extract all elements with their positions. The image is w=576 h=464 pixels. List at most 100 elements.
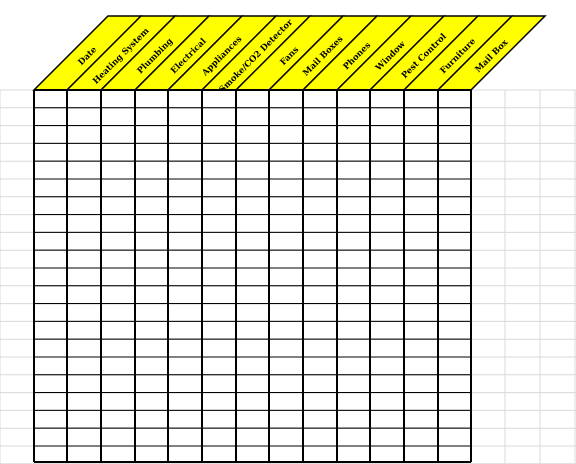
table-cell[interactable] bbox=[403, 267, 439, 287]
table-cell[interactable] bbox=[268, 89, 304, 109]
table-cell[interactable] bbox=[403, 303, 439, 322]
table-cell[interactable] bbox=[437, 231, 472, 251]
table-cell[interactable] bbox=[302, 374, 338, 394]
table-cell[interactable] bbox=[100, 107, 136, 127]
table-cell[interactable] bbox=[437, 249, 472, 269]
table-cell[interactable] bbox=[167, 249, 203, 269]
table-cell[interactable] bbox=[437, 196, 472, 216]
table-cell[interactable] bbox=[33, 392, 68, 411]
table-cell[interactable] bbox=[235, 142, 270, 162]
table-cell[interactable] bbox=[302, 267, 338, 287]
table-cell[interactable] bbox=[302, 160, 338, 180]
table-cell[interactable] bbox=[268, 125, 304, 144]
table-cell[interactable] bbox=[201, 427, 237, 447]
table-cell[interactable] bbox=[369, 214, 405, 233]
table-cell[interactable] bbox=[100, 427, 136, 447]
table-cell[interactable] bbox=[336, 160, 371, 180]
table-cell[interactable] bbox=[167, 392, 203, 411]
table-cell[interactable] bbox=[100, 303, 136, 322]
table-cell[interactable] bbox=[336, 142, 371, 162]
table-cell[interactable] bbox=[369, 356, 405, 376]
table-cell[interactable] bbox=[336, 196, 371, 216]
table-cell[interactable] bbox=[302, 285, 338, 305]
table-cell[interactable] bbox=[167, 320, 203, 340]
table-cell[interactable] bbox=[235, 249, 270, 269]
table-cell[interactable] bbox=[369, 178, 405, 198]
table-cell[interactable] bbox=[66, 392, 102, 411]
table-cell[interactable] bbox=[66, 160, 102, 180]
table-cell[interactable] bbox=[403, 89, 439, 109]
table-cell[interactable] bbox=[403, 178, 439, 198]
table-cell[interactable] bbox=[201, 267, 237, 287]
table-cell[interactable] bbox=[66, 178, 102, 198]
table-cell[interactable] bbox=[268, 392, 304, 411]
table-cell[interactable] bbox=[167, 178, 203, 198]
table-cell[interactable] bbox=[302, 303, 338, 322]
table-cell[interactable] bbox=[66, 196, 102, 216]
table-cell[interactable] bbox=[235, 303, 270, 322]
table-cell[interactable] bbox=[100, 285, 136, 305]
table-cell[interactable] bbox=[403, 285, 439, 305]
table-cell[interactable] bbox=[100, 356, 136, 376]
table-cell[interactable] bbox=[100, 267, 136, 287]
table-cell[interactable] bbox=[33, 303, 68, 322]
table-cell[interactable] bbox=[336, 427, 371, 447]
table-cell[interactable] bbox=[66, 356, 102, 376]
table-cell[interactable] bbox=[167, 267, 203, 287]
table-cell[interactable] bbox=[167, 409, 203, 429]
table-cell[interactable] bbox=[134, 214, 169, 233]
table-cell[interactable] bbox=[437, 142, 472, 162]
table-cell[interactable] bbox=[66, 303, 102, 322]
table-cell[interactable] bbox=[302, 196, 338, 216]
table-cell[interactable] bbox=[201, 392, 237, 411]
table-cell[interactable] bbox=[235, 214, 270, 233]
table-cell[interactable] bbox=[201, 231, 237, 251]
table-cell[interactable] bbox=[66, 249, 102, 269]
table-cell[interactable] bbox=[201, 303, 237, 322]
table-cell[interactable] bbox=[369, 409, 405, 429]
table-cell[interactable] bbox=[403, 320, 439, 340]
table-cell[interactable] bbox=[201, 338, 237, 358]
table-cell[interactable] bbox=[437, 125, 472, 144]
table-cell[interactable] bbox=[33, 267, 68, 287]
table-cell[interactable] bbox=[201, 125, 237, 144]
table-cell[interactable] bbox=[268, 427, 304, 447]
table-cell[interactable] bbox=[369, 303, 405, 322]
table-cell[interactable] bbox=[302, 89, 338, 109]
table-cell[interactable] bbox=[235, 160, 270, 180]
table-cell[interactable] bbox=[437, 107, 472, 127]
table-cell[interactable] bbox=[437, 214, 472, 233]
table-cell[interactable] bbox=[403, 142, 439, 162]
table-cell[interactable] bbox=[437, 89, 472, 109]
table-cell[interactable] bbox=[167, 374, 203, 394]
table-cell[interactable] bbox=[336, 320, 371, 340]
table-cell[interactable] bbox=[134, 107, 169, 127]
table-cell[interactable] bbox=[33, 427, 68, 447]
table-cell[interactable] bbox=[66, 107, 102, 127]
table-cell[interactable] bbox=[235, 107, 270, 127]
table-cell[interactable] bbox=[302, 125, 338, 144]
table-cell[interactable] bbox=[403, 338, 439, 358]
table-cell[interactable] bbox=[33, 356, 68, 376]
table-cell[interactable] bbox=[336, 338, 371, 358]
table-cell[interactable] bbox=[369, 374, 405, 394]
table-cell[interactable] bbox=[167, 107, 203, 127]
table-cell[interactable] bbox=[403, 409, 439, 429]
table-cell[interactable] bbox=[437, 427, 472, 447]
table-cell[interactable] bbox=[66, 427, 102, 447]
table-cell[interactable] bbox=[100, 374, 136, 394]
table-cell[interactable] bbox=[201, 160, 237, 180]
table-cell[interactable] bbox=[100, 214, 136, 233]
table-cell[interactable] bbox=[268, 249, 304, 269]
table-cell[interactable] bbox=[437, 285, 472, 305]
table-cell[interactable] bbox=[437, 338, 472, 358]
table-cell[interactable] bbox=[33, 320, 68, 340]
table-cell[interactable] bbox=[336, 285, 371, 305]
table-cell[interactable] bbox=[100, 409, 136, 429]
table-cell[interactable] bbox=[235, 231, 270, 251]
table-cell[interactable] bbox=[33, 160, 68, 180]
table-cell[interactable] bbox=[268, 285, 304, 305]
table-cell[interactable] bbox=[201, 178, 237, 198]
table-cell[interactable] bbox=[100, 320, 136, 340]
table-cell[interactable] bbox=[100, 231, 136, 251]
